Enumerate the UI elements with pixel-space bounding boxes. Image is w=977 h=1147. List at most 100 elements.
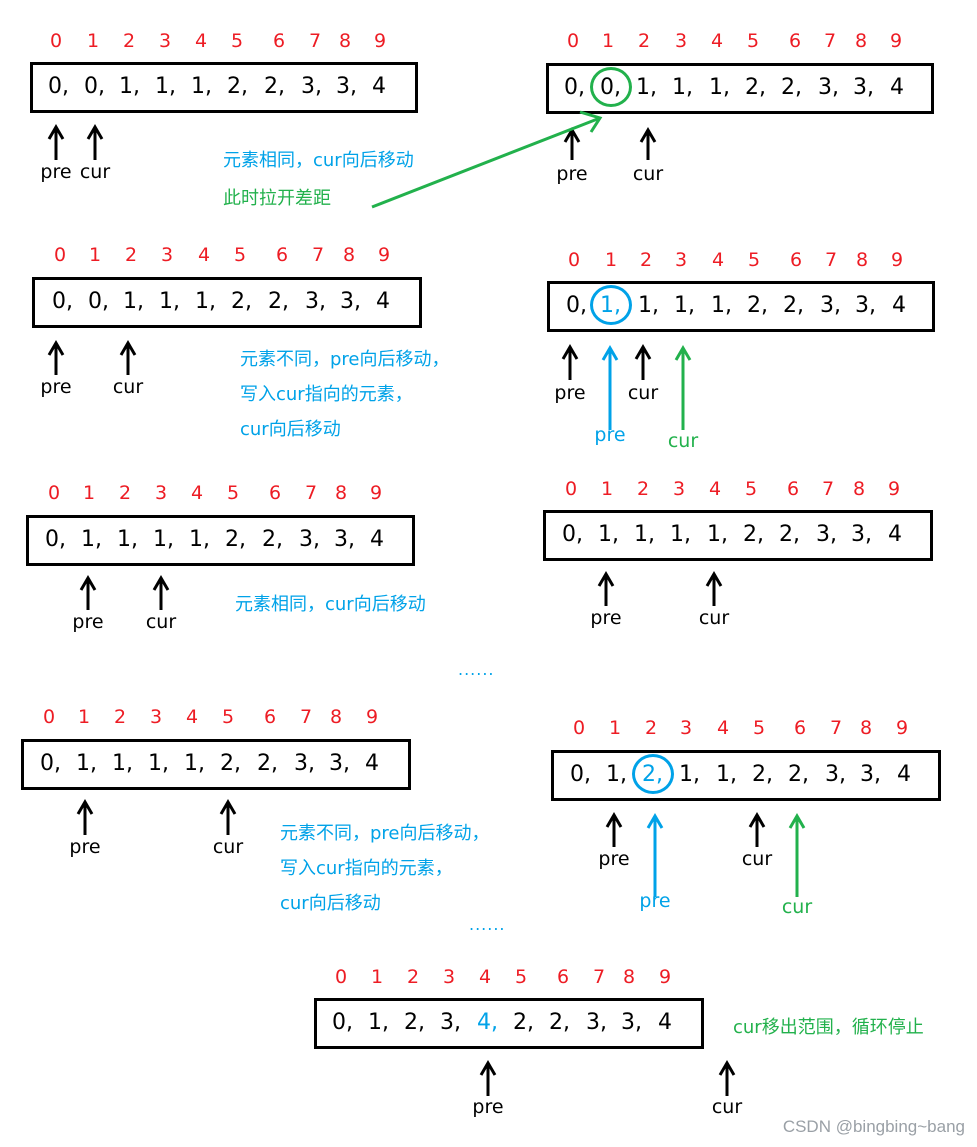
cur-pointer-arrow-icon [634,344,652,380]
index-label: 5 [747,249,761,271]
array-value: 1, [117,527,138,552]
comma: , [793,522,800,547]
comma: , [205,74,212,99]
index-label: 2 [118,482,132,504]
index-label: 9 [377,244,391,266]
array-value: 2, [752,762,773,787]
note-end: cur移出范围，循环停止 [733,1017,924,1038]
index-label: 1 [600,478,614,500]
index-label: 5 [746,30,760,52]
comma: , [454,1010,461,1035]
pre-pointer-label: pre [598,848,630,870]
array-value: 1, [709,75,730,100]
index-label: 9 [369,482,383,504]
array-value: 2, [404,1010,425,1035]
array-value: 1, [634,522,655,547]
array-value: 2, [743,522,764,547]
index-label: 2 [113,706,127,728]
index-label: 5 [752,717,766,739]
array-value: 4 [376,289,390,314]
array-value: 3, [860,762,881,787]
array-value: 2, [264,74,285,99]
array-value: 3, [853,75,874,100]
comma: , [354,289,361,314]
comma: , [54,751,61,776]
array-value: 2, [257,751,278,776]
array-value: 1, [195,289,216,314]
comma: , [725,293,732,318]
note-diff2-line1: 元素不同，pre向后移动， [280,823,490,844]
note-gap-widen: 此时拉开差距 [223,188,331,209]
array-value: 1, [707,522,728,547]
index-label: 0 [53,244,67,266]
comma: , [563,1010,570,1035]
index-label: 8 [852,478,866,500]
array-value: 2, [262,527,283,552]
index-label: 5 [230,30,244,52]
cur-pointer-label: cur [112,376,144,398]
array-value: 2, [788,762,809,787]
index-label: 2 [637,30,651,52]
array-box [26,515,415,566]
array-value: 2, [220,751,241,776]
comma: , [308,751,315,776]
array-value: 2, [227,74,248,99]
comma: , [757,522,764,547]
comma: , [580,293,587,318]
array-value: 4, [477,1010,498,1035]
cur-pointer-label: cur [741,848,773,870]
note-same-move-cur: 元素相同，cur向后移动 [223,150,414,171]
comma: , [584,762,591,787]
index-label: 1 [601,30,615,52]
index-label: 5 [744,478,758,500]
index-label: 4 [711,249,725,271]
comma: , [203,527,210,552]
pre-pointer-arrow-icon [47,340,65,375]
index-label: 7 [821,478,835,500]
comma: , [198,751,205,776]
array-value: 3, [825,762,846,787]
comma: , [600,1010,607,1035]
index-label: 3 [149,706,163,728]
index-label: 1 [608,717,622,739]
array-value: 3, [340,289,361,314]
index-label: 1 [88,244,102,266]
array-value: 3, [336,74,357,99]
pre-pointer-label: pre [40,161,72,183]
comma: , [131,527,138,552]
comma: , [693,762,700,787]
note-same-move-cur-2: 元素相同，cur向后移动 [235,594,426,615]
comma: , [650,75,657,100]
array-value: 3, [334,527,355,552]
index-label: 6 [789,249,803,271]
pre-pointer-arrow-icon [605,812,623,847]
comma: , [95,527,102,552]
comma: , [133,74,140,99]
index-label: 0 [49,30,63,52]
comma: , [59,527,66,552]
comma: , [343,751,350,776]
cur-pointer-label: cur [632,163,664,185]
comma: , [137,289,144,314]
ellipsis-1: ...... [458,660,495,679]
array-value: 1, [368,1010,389,1035]
pre-pointer-label: pre [556,163,588,185]
index-label: 7 [592,966,606,988]
index-label: 4 [190,482,204,504]
array-value: 3, [299,527,320,552]
array-value: 2, [225,527,246,552]
array-value: 1, [155,74,176,99]
array-value: 0, [84,74,105,99]
note-diff-line1: 元素不同，pre向后移动， [240,349,450,370]
index-label: 5 [514,966,528,988]
comma: , [313,527,320,552]
pre-pointer-label: pre [639,890,671,912]
note-diff-line2: 写入cur指向的元素， [240,384,413,405]
index-label: 3 [679,717,693,739]
index-label: 8 [329,706,343,728]
comma: , [90,751,97,776]
cur-pointer-arrow-icon [748,812,766,847]
highlight-circle [590,285,632,325]
comma: , [66,289,73,314]
pre-pointer-label: pre [554,382,586,404]
